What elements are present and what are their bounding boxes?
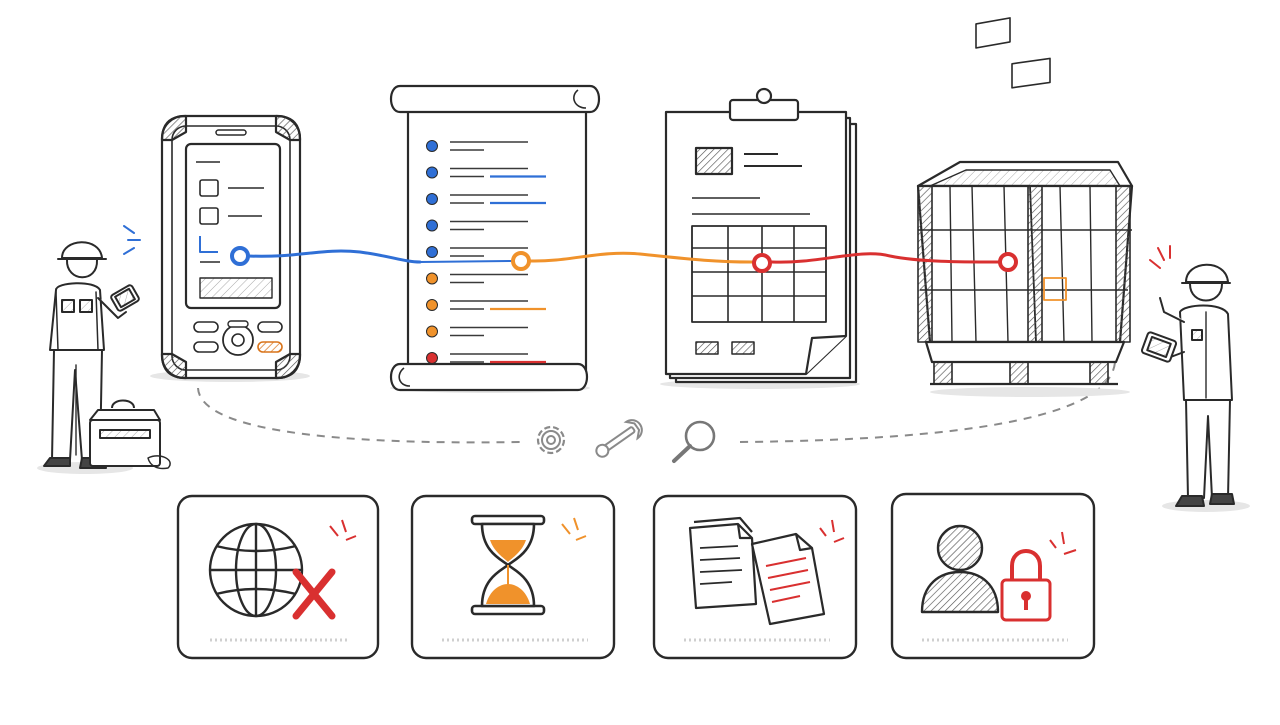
list-bullet — [426, 272, 438, 285]
list-bullet — [426, 352, 438, 364]
worker-with-tablet-icon — [37, 225, 141, 474]
user-locked-icon — [920, 524, 1077, 622]
problem-card-user-locked — [890, 492, 1096, 660]
handheld-scanner-icon — [150, 114, 310, 382]
flow-node-form — [752, 253, 772, 273]
list-bullet — [426, 219, 438, 232]
duplicate-documents-icon — [688, 516, 845, 626]
list-bullet — [426, 246, 438, 258]
no-network-icon — [208, 519, 357, 620]
feedback-loop-dashed — [197, 361, 1116, 444]
list-bullet — [426, 193, 438, 205]
list-rows — [426, 140, 546, 364]
flow-node-device — [230, 246, 250, 266]
clipboard-form-icon — [660, 87, 860, 389]
problem-card-hourglass — [410, 494, 616, 660]
list-bullet — [426, 140, 438, 152]
worker-pointing-icon — [1140, 245, 1250, 512]
problem-card-no-network — [176, 494, 380, 660]
gear-icon — [536, 425, 566, 455]
flow-node-list — [511, 251, 531, 271]
problem-card-duplicate-documents — [652, 494, 858, 660]
hourglass-icon — [470, 514, 587, 616]
magnifier-icon — [672, 420, 716, 463]
flow-connector — [246, 249, 1000, 264]
flow-node-crate — [998, 252, 1018, 272]
scroll-list-icon — [389, 84, 601, 393]
list-bullet — [426, 299, 438, 311]
list-bullet — [426, 166, 438, 179]
toolbox-icon — [89, 399, 171, 470]
wrench-icon — [595, 419, 643, 458]
list-bullet — [426, 325, 438, 338]
crate-pallet-icon — [916, 17, 1134, 397]
